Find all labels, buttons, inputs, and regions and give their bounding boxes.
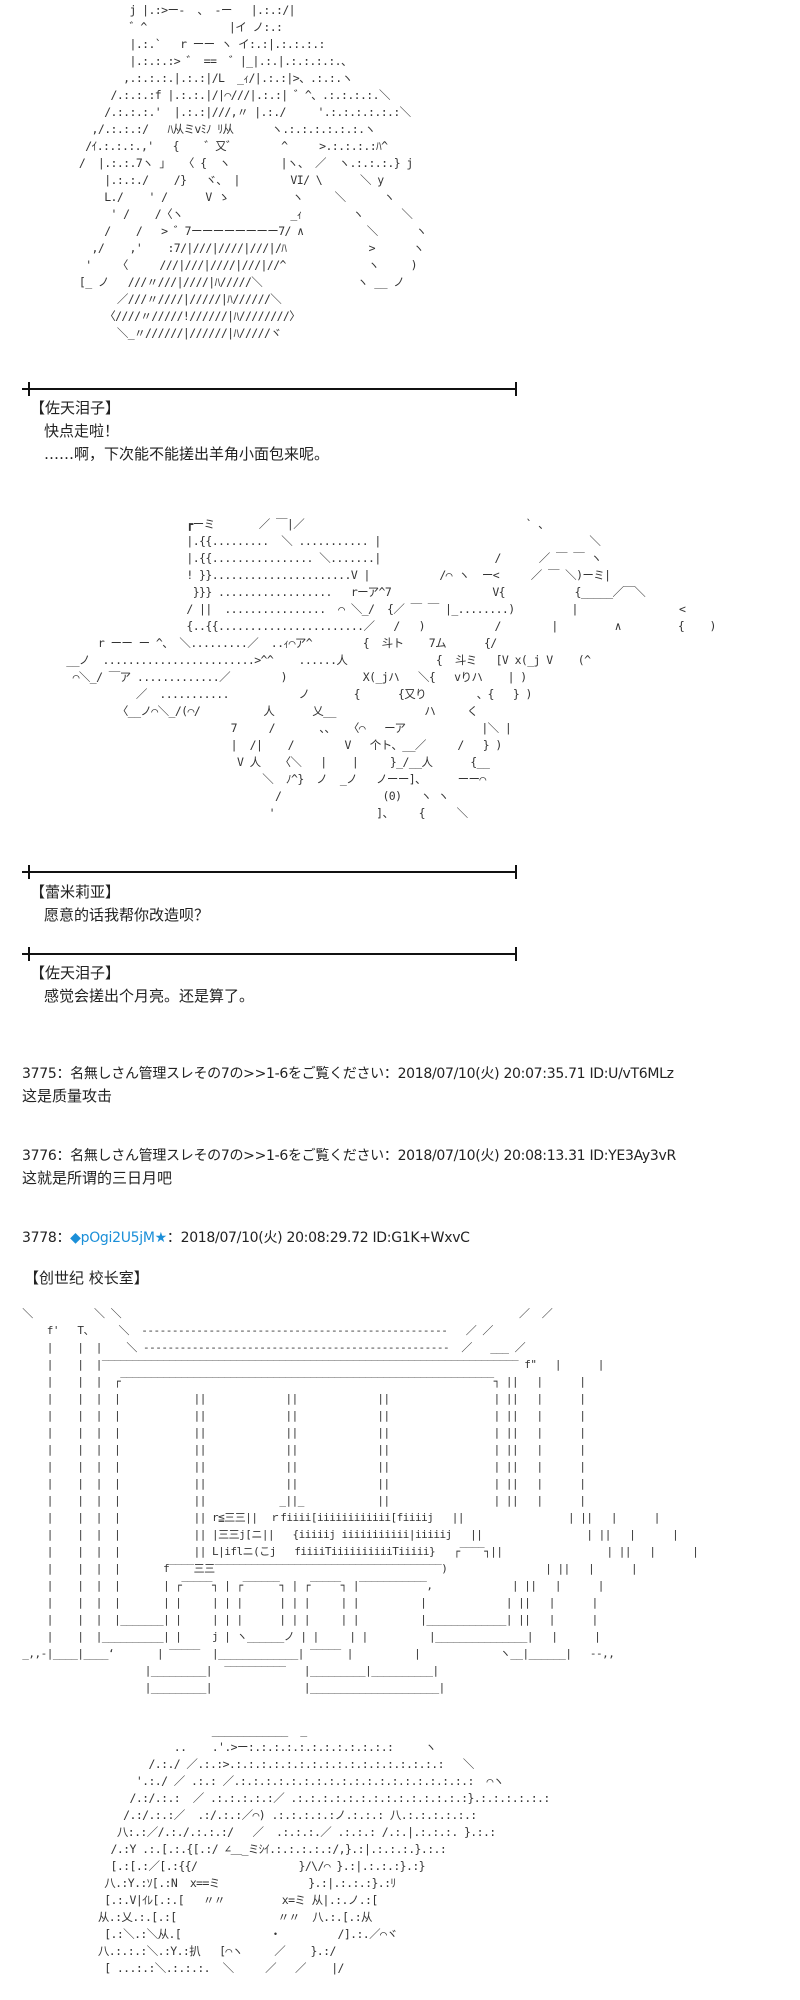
diamond-icon: ◆ [70,1230,81,1246]
star-icon: ★ [154,1230,168,1246]
post-header: 3778：◆pOgi2U5jM★：2018/07/10(火) 20:08:29.… [22,1228,470,1248]
post-author: 名無しさん管理スレその7の>>1-6をご覧ください [70,1066,384,1082]
speaker-name: 【蕾米莉亚】 [30,883,121,901]
post-separator: ： [56,1230,71,1246]
post-separator: ： [56,1066,71,1082]
post-id[interactable]: ID:U/vT6MLz [589,1066,674,1082]
post-id[interactable]: ID:G1K+WxvC [372,1230,470,1246]
post-date: 2018/07/10(火) 20:07:35.71 [397,1066,586,1082]
scene-divider [22,865,517,879]
post-date: 2018/07/10(火) 20:08:29.72 [180,1230,369,1246]
post-body: 这是质量攻击 [22,1087,113,1105]
post-header: 3775：名無しさん管理スレその7の>>1-6をご覧ください：2018/07/1… [22,1064,674,1084]
post-body: 这就是所谓的三日月吧 [22,1169,173,1187]
post-number[interactable]: 3776 [22,1148,57,1164]
scene-divider [22,947,517,961]
dialogue-line: 快点走啦！ [44,422,120,440]
ascii-art-principal-office: ＼ ＼ ＼ ／ ／ f' T、 ＼ ‐‐‐‐‐‐‐‐‐‐‐‐‐‐‐‐‐‐‐‐‐‐… [22,1307,699,1694]
ascii-art-remilia: ┏ーミ ／ ￣|／ ` 、 |.{{......... ＼ ..........… [66,517,716,820]
scene-divider [22,382,517,396]
post-number[interactable]: 3775 [22,1066,57,1082]
location-title: 【创世纪 校长室】 [24,1269,149,1287]
post-date: 2018/07/10(火) 20:08:13.31 [397,1148,586,1164]
post-author: 名無しさん管理スレその7の>>1-6をご覧ください [70,1148,384,1164]
dialogue-line: 感觉会搓出个月亮。还是算了。 [44,987,255,1005]
speaker-name: 【佐天泪子】 [30,399,121,417]
speaker-name: 【佐天泪子】 [30,964,121,982]
post-id[interactable]: ID:YE3Ay3vR [589,1148,676,1164]
post-separator: ： [383,1066,398,1082]
ascii-art-character: ____________ _ .. .'.>ー:.:.:.:.:.:.:.:.:… [97,1723,550,1975]
post-tripcode[interactable]: pOgi2U5jM [80,1230,155,1246]
dialogue-line: ……啊，下次能不能搓出羊角小面包来呢。 [44,445,330,463]
dialogue-line: 愿意的话我帮你改造呗？ [44,906,210,924]
ascii-art-saten: j |.:>ー‐ 、 ‐ー |.:.:/| ゛^ |イ ノ:.: |.:.` r… [78,3,427,340]
post-header: 3776：名無しさん管理スレその7の>>1-6をご覧ください：2018/07/1… [22,1146,676,1166]
post-separator: ： [383,1148,398,1164]
post-separator: ： [56,1148,71,1164]
post-number[interactable]: 3778 [22,1230,57,1246]
post-separator: ： [166,1230,181,1246]
